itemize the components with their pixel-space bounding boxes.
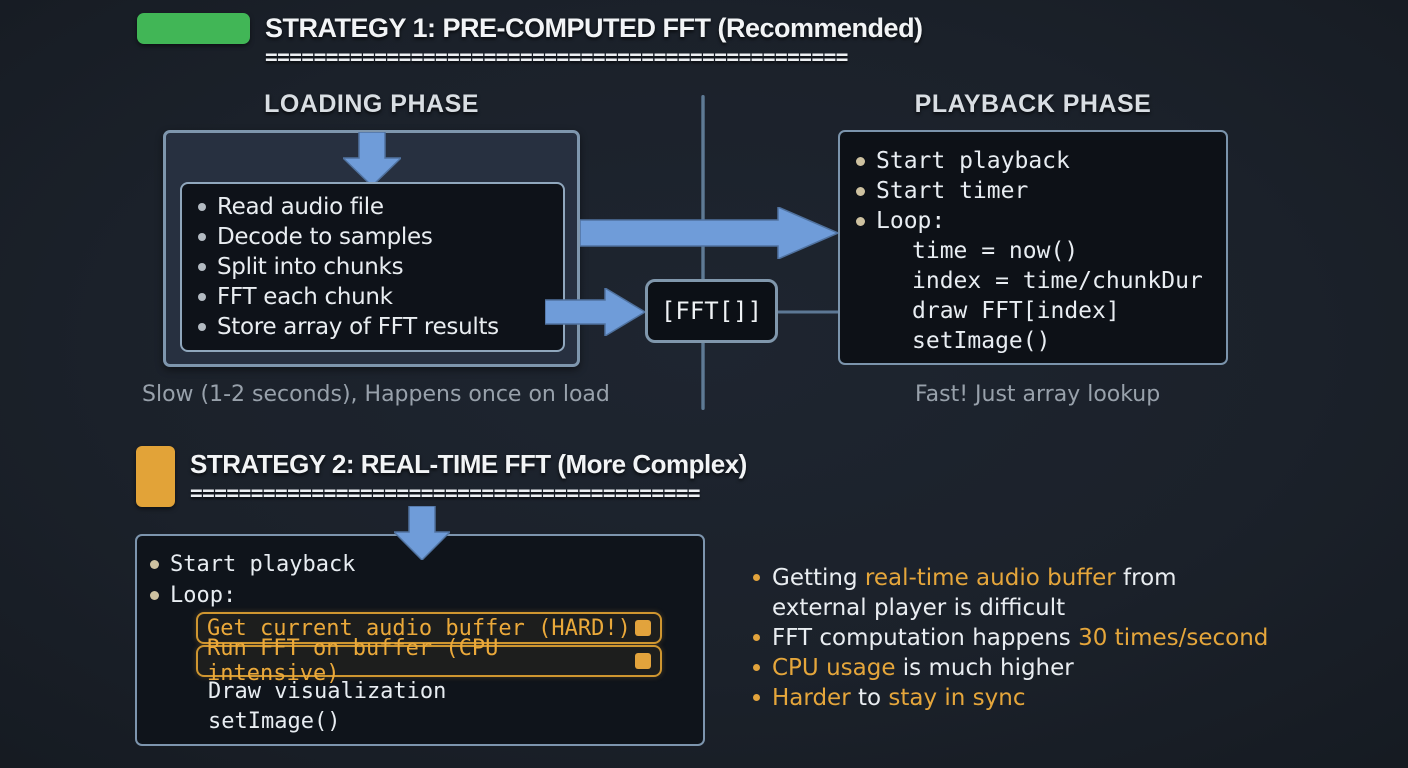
- hard-step-label: Run FFT on buffer (CPU intensive): [207, 636, 499, 686]
- loading-step: Decode to samples: [217, 224, 433, 250]
- playback-step: Start timer: [876, 178, 1029, 204]
- list-item: Split into chunks: [198, 252, 499, 282]
- bullet-icon: [856, 216, 865, 226]
- fft-array-box: [FFT[]]: [645, 279, 778, 343]
- phase-divider-line: [701, 95, 705, 410]
- drawback-text: Harder to stay in sync: [772, 685, 1026, 711]
- loading-steps-box: [180, 182, 565, 352]
- bullet-icon: [198, 293, 206, 301]
- drawback-text: CPU usage is much higher: [772, 655, 1074, 681]
- strategy2-badge: [136, 446, 175, 507]
- hard-step-box: Get current audio buffer (HARD!): [196, 612, 662, 644]
- strategy1-underline: ========================================…: [265, 45, 848, 69]
- warning-square-icon: [635, 653, 651, 669]
- list-item: Start playback: [150, 549, 710, 580]
- drawback-text: Getting real-time audio buffer from: [772, 565, 1177, 591]
- right-arrow-icon: [580, 207, 838, 259]
- list-item: Loop:: [856, 206, 1203, 236]
- playback-steps-list: Start playback Start timer Loop: time = …: [856, 146, 1203, 356]
- drawback-text: FFT computation happens 30 times/second: [772, 625, 1269, 651]
- bullet-icon: [198, 233, 206, 241]
- hard-step-label: Get current audio buffer (HARD!): [207, 615, 631, 641]
- list-item: Read audio file: [198, 192, 499, 222]
- loading-phase-heading: LOADING PHASE: [264, 90, 479, 118]
- strategy2-plain-step: Draw visualization: [208, 679, 447, 704]
- list-item: external player is difficult: [753, 593, 1268, 623]
- loading-step: Store array of FFT results: [217, 314, 499, 340]
- playback-step: Start playback: [876, 148, 1070, 174]
- list-item: Decode to samples: [198, 222, 499, 252]
- loading-step: Split into chunks: [217, 254, 404, 280]
- bullet-icon: [198, 263, 206, 271]
- hard-step-box: Run FFT on buffer (CPU intensive): [196, 636, 662, 686]
- playback-phase-heading: PLAYBACK PHASE: [914, 90, 1152, 118]
- bullet-icon: [753, 664, 760, 671]
- drawbacks-list: Getting real-time audio buffer from exte…: [753, 563, 1268, 713]
- playback-caption: Fast! Just array lookup: [915, 382, 1161, 407]
- bullet-icon: [753, 574, 760, 581]
- list-item: Start timer: [856, 176, 1203, 206]
- list-item: draw FFT[index]: [856, 296, 1203, 326]
- bullet-icon: [150, 560, 159, 569]
- bullet-icon: [150, 591, 159, 600]
- list-item: Harder to stay in sync: [753, 683, 1268, 713]
- list-item: FFT each chunk: [198, 282, 499, 312]
- strategy2-step: Loop:: [170, 583, 237, 608]
- loop-line: draw FFT[index]: [912, 298, 1120, 324]
- down-arrow-icon: [394, 506, 450, 560]
- bullet-icon: [198, 203, 206, 211]
- list-item: CPU usage is much higher: [753, 653, 1268, 683]
- strategy2-title: STRATEGY 2: REAL-TIME FFT (More Complex): [190, 449, 747, 479]
- list-item: setImage(): [856, 326, 1203, 356]
- right-arrow-icon: [545, 288, 645, 336]
- list-item: Loop:: [150, 580, 710, 611]
- strategy2-step: Start playback: [170, 552, 356, 577]
- strategy1-badge: [137, 13, 250, 44]
- list-item: Start playback: [856, 146, 1203, 176]
- strategy2-plain-step: setImage(): [208, 709, 341, 734]
- bullet-icon: [198, 323, 206, 331]
- strategy2-underline: ========================================…: [190, 481, 701, 505]
- loading-steps-list: Read audio file Decode to samples Split …: [198, 192, 499, 342]
- fft-array-label: [FFT[]]: [660, 297, 763, 325]
- list-item: Store array of FFT results: [198, 312, 499, 342]
- list-item: Getting real-time audio buffer from: [753, 563, 1268, 593]
- loop-line: setImage(): [912, 328, 1051, 354]
- loading-step: Read audio file: [217, 194, 384, 220]
- list-item: index = time/chunkDur: [856, 266, 1203, 296]
- strategy1-title: STRATEGY 1: PRE-COMPUTED FFT (Recommende…: [265, 13, 923, 43]
- bullet-icon: [753, 634, 760, 641]
- bullet-icon: [856, 186, 865, 196]
- list-item: FFT computation happens 30 times/second: [753, 623, 1268, 653]
- strategy2-loop-box: [135, 534, 705, 746]
- loop-line: time = now(): [912, 238, 1079, 264]
- strategy2-steps-list: Start playback Loop: Get current audio b…: [150, 549, 710, 739]
- loading-caption: Slow (1-2 seconds), Happens once on load: [142, 382, 610, 407]
- bullet-icon: [753, 694, 760, 701]
- warning-square-icon: [635, 620, 651, 636]
- down-arrow-icon: [343, 132, 401, 186]
- drawback-text: external player is difficult: [772, 595, 1066, 621]
- list-item: time = now(): [856, 236, 1203, 266]
- playback-phase-box: [838, 130, 1228, 365]
- loop-line: index = time/chunkDur: [912, 268, 1203, 294]
- loading-step: FFT each chunk: [217, 284, 393, 310]
- playback-step: Loop:: [876, 208, 946, 234]
- bullet-icon: [856, 156, 865, 166]
